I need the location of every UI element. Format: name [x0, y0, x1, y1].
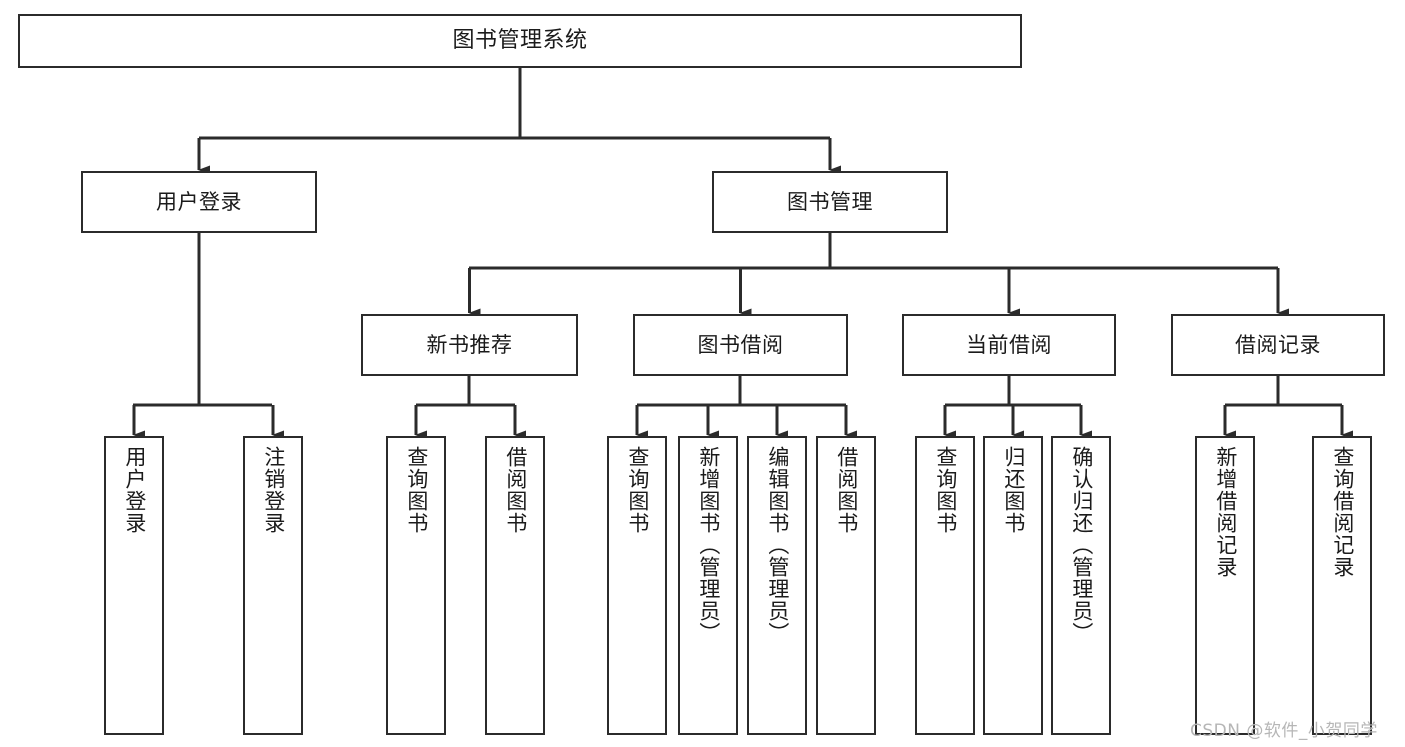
node-leaf-rec-search[interactable]: 查询借阅记录 [1312, 436, 1372, 735]
node-book-manage[interactable]: 图书管理 [712, 171, 948, 233]
node-book-borrow[interactable]: 图书借阅 [633, 314, 848, 376]
node-leaf-rec-query[interactable]: 查询图书 [386, 436, 446, 735]
node-label: 图书管理 [787, 189, 873, 214]
node-label: 编辑图书（管理员） [765, 446, 790, 644]
node-leaf-user-logout[interactable]: 注销登录 [243, 436, 303, 735]
node-leaf-user-login[interactable]: 用户登录 [104, 436, 164, 735]
node-label: 查询图书 [933, 446, 958, 534]
node-label: 归还图书 [1001, 446, 1026, 534]
node-label: 查询图书 [625, 446, 650, 534]
node-leaf-cur-query[interactable]: 查询图书 [915, 436, 975, 735]
node-label: 当前借阅 [966, 332, 1052, 357]
node-root[interactable]: 图书管理系统 [18, 14, 1022, 68]
node-user-login[interactable]: 用户登录 [81, 171, 317, 233]
node-leaf-rec-add[interactable]: 新增借阅记录 [1195, 436, 1255, 735]
node-label: 借阅记录 [1235, 332, 1321, 357]
node-label: 注销登录 [261, 446, 286, 534]
node-leaf-cur-return[interactable]: 归还图书 [983, 436, 1043, 735]
node-label: 新书推荐 [426, 332, 513, 357]
node-label: 用户登录 [156, 189, 242, 214]
node-current-borrow[interactable]: 当前借阅 [902, 314, 1116, 376]
node-label: 借阅图书 [834, 446, 859, 534]
node-borrow-record[interactable]: 借阅记录 [1171, 314, 1385, 376]
node-label: 新增借阅记录 [1213, 446, 1238, 578]
node-label: 用户登录 [122, 446, 147, 534]
node-label: 图书借阅 [697, 332, 784, 357]
node-label: 确认归还（管理员） [1069, 446, 1094, 644]
node-label: 查询借阅记录 [1330, 446, 1355, 578]
node-new-book-rec[interactable]: 新书推荐 [361, 314, 578, 376]
node-leaf-book-edit[interactable]: 编辑图书（管理员） [747, 436, 807, 735]
node-leaf-borrow-query[interactable]: 查询图书 [607, 436, 667, 735]
node-leaf-book-borrow[interactable]: 借阅图书 [816, 436, 876, 735]
node-label: 查询图书 [404, 446, 429, 534]
node-leaf-book-add[interactable]: 新增图书（管理员） [678, 436, 738, 735]
node-leaf-rec-borrow[interactable]: 借阅图书 [485, 436, 545, 735]
node-label: 新增图书（管理员） [696, 446, 721, 644]
node-label: 图书管理系统 [452, 28, 588, 54]
node-label: 借阅图书 [503, 446, 528, 534]
node-leaf-cur-confirm[interactable]: 确认归还（管理员） [1051, 436, 1111, 735]
